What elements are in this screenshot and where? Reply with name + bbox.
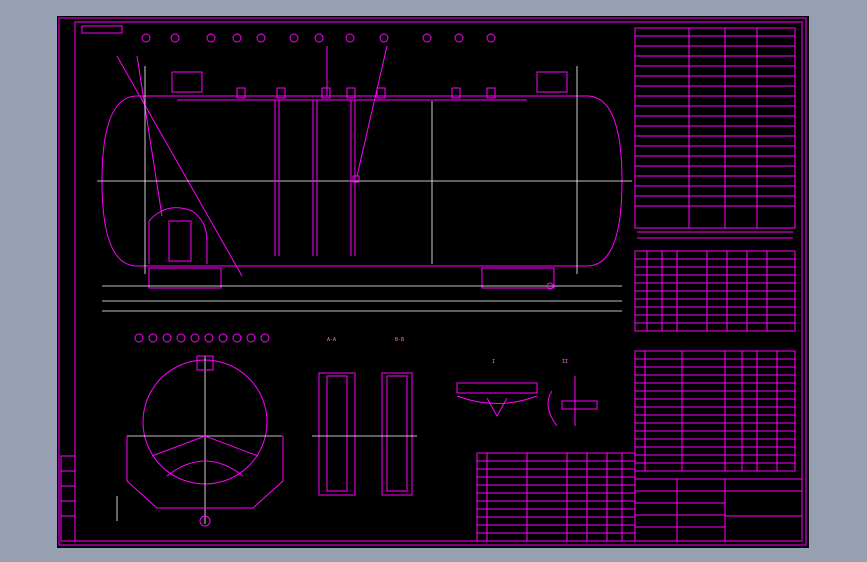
section-aa-label: A-A xyxy=(327,337,336,343)
detail-views: I II xyxy=(456,359,598,427)
bottom-parts-list xyxy=(476,452,636,542)
drawing-sheet: A-A B-B I II xyxy=(57,16,809,548)
title-block xyxy=(634,478,803,542)
tech-data-table xyxy=(634,27,796,239)
detail-ii-label: II xyxy=(562,359,568,365)
ref-label-box xyxy=(81,25,123,34)
item-balloons xyxy=(116,33,496,277)
tank-end-view xyxy=(116,355,284,527)
section-bb-label: B-B xyxy=(395,337,404,343)
end-view-balloons xyxy=(134,333,270,343)
cad-drawing: A-A B-B I II xyxy=(58,17,807,546)
parts-list xyxy=(634,350,796,472)
section-views: A-A B-B xyxy=(312,337,417,496)
outer-frame xyxy=(58,17,807,546)
tank-side-view xyxy=(97,66,632,312)
nozzle-table xyxy=(634,250,796,332)
inner-frame xyxy=(74,21,803,542)
detail-i-label: I xyxy=(492,359,495,365)
left-strip xyxy=(60,455,76,542)
